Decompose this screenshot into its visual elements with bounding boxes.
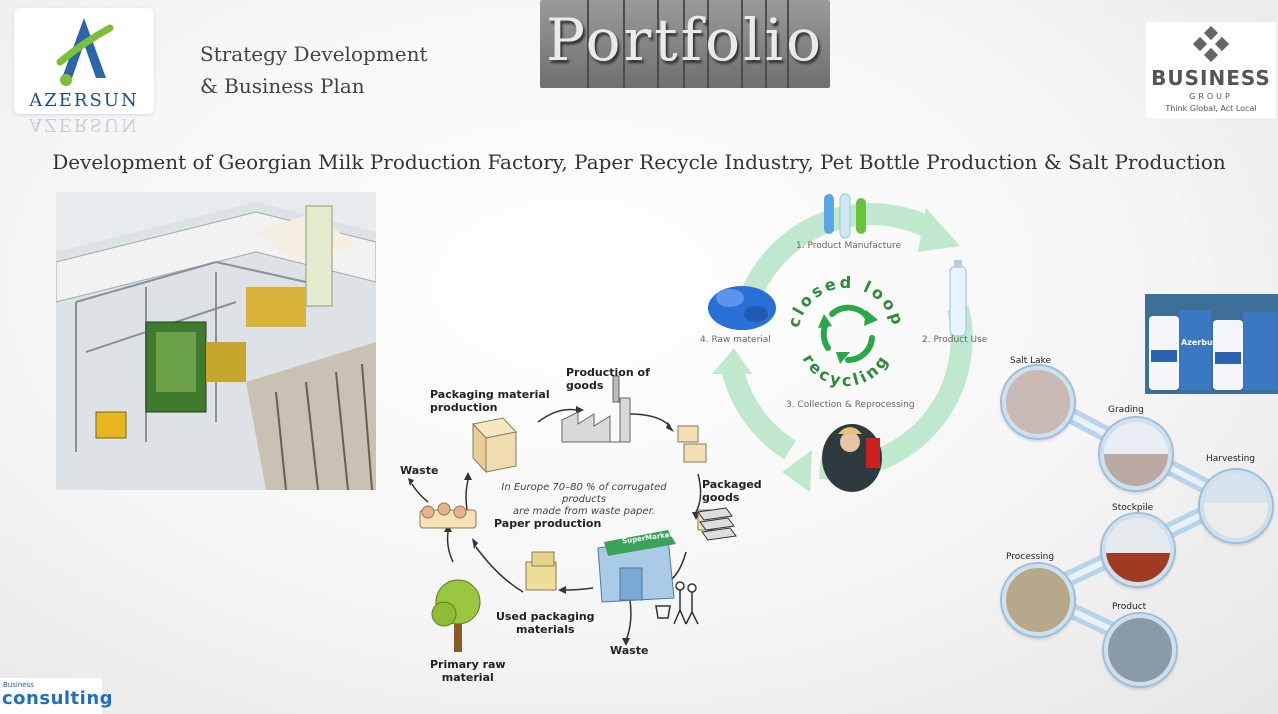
flattened-cardboard-icon — [697, 507, 737, 541]
azersun-a-icon — [56, 18, 114, 86]
used-packaging-icon — [525, 551, 557, 591]
salt-step-label: Processing — [1006, 552, 1055, 562]
paper-cycle-arrows — [408, 375, 737, 652]
business-consulting-logo: Business consulting — [0, 678, 113, 714]
arc-top-text: closed loop — [784, 273, 908, 330]
salt-step-salt-lake-photo — [1002, 366, 1074, 438]
business-group-mark-icon — [1193, 26, 1229, 62]
azersun-logo-text: AZERSUN — [29, 90, 139, 111]
portfolio-word: Portfolio — [545, 6, 825, 74]
salt-step-processing-photo — [1002, 564, 1074, 636]
step-raw-material: 4. Raw material — [700, 335, 771, 345]
supermarket-icon — [597, 530, 676, 603]
consulting-logo-main: consulting — [2, 688, 114, 709]
strategy-title: Strategy Development & Business Plan — [200, 38, 428, 102]
step-collection: 3. Collection & Reprocessing — [786, 400, 915, 410]
salt-packages-drawing — [1145, 294, 1278, 394]
paper-rolls-icon — [419, 502, 477, 529]
letterpress-tiles — [540, 0, 830, 88]
factory-icon — [561, 375, 631, 443]
label-production-of-goods: Production of goods — [566, 366, 650, 392]
salt-step-label: Grading — [1108, 405, 1144, 415]
water-bottle-icon — [949, 260, 967, 337]
strategy-line-2: & Business Plan — [200, 74, 365, 98]
salt-step-grading-photo — [1100, 418, 1172, 490]
closed-loop-recycling-diagram: closed loop recycling 1. Product Manufac… — [690, 188, 1000, 498]
step-product-manufacture: 1. Product Manufacture — [796, 241, 902, 251]
label-packaging-material-production: Packaging material production — [430, 388, 550, 414]
portfolio-banner: Portfolio — [540, 0, 830, 100]
salt-step-label: Stockpile — [1112, 503, 1154, 513]
business-group-logo: BUSINESS GROUP Think Global, Act Local — [1146, 22, 1276, 118]
pet-flakes-icon — [708, 286, 776, 330]
azersun-logo: AZERSUN — [14, 8, 154, 114]
salt-step-label: Salt Lake — [1010, 356, 1052, 366]
closed-loop-arrows: closed loop recycling — [708, 193, 973, 492]
tree-icon — [431, 579, 481, 652]
consulting-logo-small: Business — [3, 681, 34, 689]
salt-product-photo: Azerbut — [1145, 294, 1278, 394]
factory-drawing — [56, 192, 376, 490]
salt-step-label: Harvesting — [1206, 454, 1255, 464]
salt-brand: Azerbut — [1181, 338, 1217, 347]
azersun-logo-reflection: AZERSUN — [29, 114, 139, 135]
label-primary-raw-material: Primary raw material — [430, 658, 506, 684]
label-used-packaging: Used packaging materials — [496, 610, 595, 636]
salt-step-product-photo — [1104, 614, 1176, 686]
label-waste-bottom: Waste — [610, 644, 649, 657]
packaging-box-icon — [472, 417, 517, 474]
label-packaged-goods: Packaged goods — [702, 478, 762, 504]
milk-factory-illustration — [56, 192, 376, 490]
main-heading: Development of Georgian Milk Production … — [52, 150, 1226, 174]
salt-step-label: Product — [1112, 602, 1147, 612]
bottle-preforms-icon — [824, 193, 866, 239]
recycling-person-photo — [822, 424, 882, 492]
step-product-use: 2. Product Use — [922, 335, 988, 345]
business-logo-name: BUSINESS — [1151, 66, 1271, 90]
paper-recycling-diagram: Packaging material production Production… — [398, 362, 762, 688]
salt-step-harvesting-photo — [1200, 470, 1272, 542]
salt-step-stockpile-photo — [1102, 514, 1174, 586]
label-paper-production: Paper production — [494, 517, 602, 530]
shoppers-icon — [655, 581, 699, 625]
strategy-line-1: Strategy Development — [200, 42, 428, 66]
tile-grid — [587, 0, 789, 88]
label-waste-top: Waste — [400, 464, 439, 477]
business-logo-sub: GROUP — [1189, 92, 1233, 101]
note-corrugated: In Europe 70–80 % of corrugated products… — [501, 482, 667, 517]
business-logo-tagline: Think Global, Act Local — [1165, 104, 1257, 113]
salt-production-steps: Salt Lake Grading Harvesting Stockpile P… — [998, 350, 1278, 686]
